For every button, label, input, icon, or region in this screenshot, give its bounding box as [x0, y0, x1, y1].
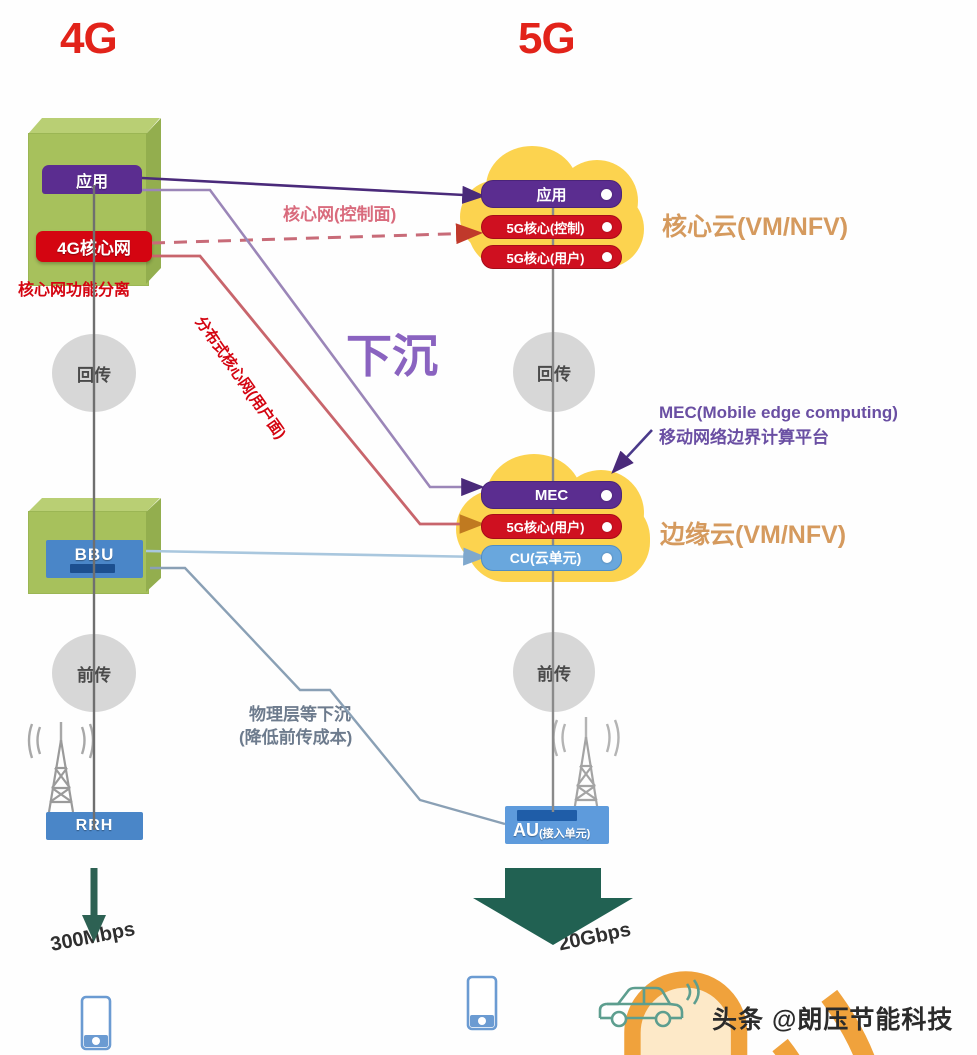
g5-connected-car-icon: [598, 979, 700, 1028]
g4-smartphone-icon: [80, 995, 112, 1051]
status-dot: [601, 188, 612, 200]
annotation-mec-en: MEC(Mobile edge computing): [659, 403, 898, 422]
g4-fronthaul-circle: 前传: [52, 634, 136, 712]
g5-edge-item-mec-label: MEC: [534, 486, 569, 504]
g5-edge-item-user-label: 5G核心(用户): [506, 520, 585, 535]
g5-au-sublabel: (接入单元): [539, 828, 591, 840]
status-dot: [602, 521, 612, 532]
g4-rrh-label: RRH: [75, 817, 114, 834]
g5-core-item-app[interactable]: 应用: [481, 180, 622, 208]
g5-au-chip[interactable]: AU (接入单元): [505, 806, 609, 844]
g5-thermometer-sensor-icon: [624, 971, 875, 1055]
watermark-text: 头条 @朗压节能科技: [712, 1006, 954, 1034]
g4-bbu-label: BBU: [74, 545, 115, 564]
g5-core-cloud-title: 核心云(VM/NFV): [662, 213, 849, 241]
g4-core-note: 核心网功能分离: [18, 282, 131, 299]
g5-edge-cloud-title: 边缘云(VM/NFV): [660, 521, 847, 549]
status-dot: [602, 222, 612, 232]
annotation-user-plane-diagonal: 分布式核心网(用户面): [191, 313, 289, 443]
g5-core-item-app-label: 应用: [536, 186, 567, 204]
title-4g: 4G: [60, 14, 118, 63]
g4-app-label: 应用: [75, 173, 108, 191]
g4-core-chip[interactable]: 4G核心网: [36, 231, 152, 262]
g5-edge-item-user[interactable]: 5G核心(用户): [481, 514, 622, 539]
g4-backhaul-label: 回传: [77, 365, 111, 385]
g5-core-item-user[interactable]: 5G核心(用户): [481, 245, 622, 269]
g5-edge-item-cu[interactable]: CU(云单元): [481, 545, 622, 571]
g5-fronthaul-label: 前传: [537, 664, 571, 684]
annotation-sinking: 下沉: [346, 330, 438, 382]
annotation-phy-line2: (降低前传成本): [239, 728, 353, 747]
g5-backhaul-label: 回传: [537, 364, 571, 384]
g5-core-item-control-label: 5G核心(控制): [506, 220, 585, 236]
g5-core-item-user-label: 5G核心(用户): [506, 250, 585, 266]
g4-rrh-chip[interactable]: RRH: [46, 812, 143, 840]
g5-speed-label: 20Gbps: [556, 918, 633, 956]
g4-backhaul-circle: 回传: [52, 334, 136, 412]
status-dot: [602, 252, 612, 262]
g5-core-item-control[interactable]: 5G核心(控制): [481, 215, 622, 239]
g5-au-label: AU: [513, 819, 539, 840]
status-dot: [602, 553, 612, 563]
title-5g: 5G: [518, 14, 576, 63]
g4-bbu-led: [70, 564, 115, 573]
annotation-control-plane: 核心网(控制面): [283, 205, 397, 224]
annotation-phy-line1: 物理层等下沉: [249, 705, 351, 724]
g4-core-label: 4G核心网: [57, 239, 131, 258]
g5-edge-item-cu-label: CU(云单元): [509, 550, 582, 566]
g4-fronthaul-label: 前传: [77, 665, 111, 685]
g4-bbu-chip[interactable]: BBU: [46, 540, 143, 578]
g5-smartphone-icon: [466, 975, 498, 1031]
g4-speed-label: 300Mbps: [48, 918, 137, 956]
g4-app-chip[interactable]: 应用: [42, 165, 142, 194]
g5-backhaul-circle: 回传: [513, 332, 595, 412]
g5-fronthaul-circle: 前传: [513, 632, 595, 712]
g5-edge-item-mec[interactable]: MEC: [481, 481, 622, 509]
annotation-mec-cn: 移动网络边界计算平台: [659, 428, 829, 447]
g5-au-led: [517, 810, 577, 821]
status-dot: [601, 489, 612, 501]
g5-antenna-tower-icon: [552, 717, 620, 813]
g4-antenna-tower-icon: [27, 722, 95, 813]
